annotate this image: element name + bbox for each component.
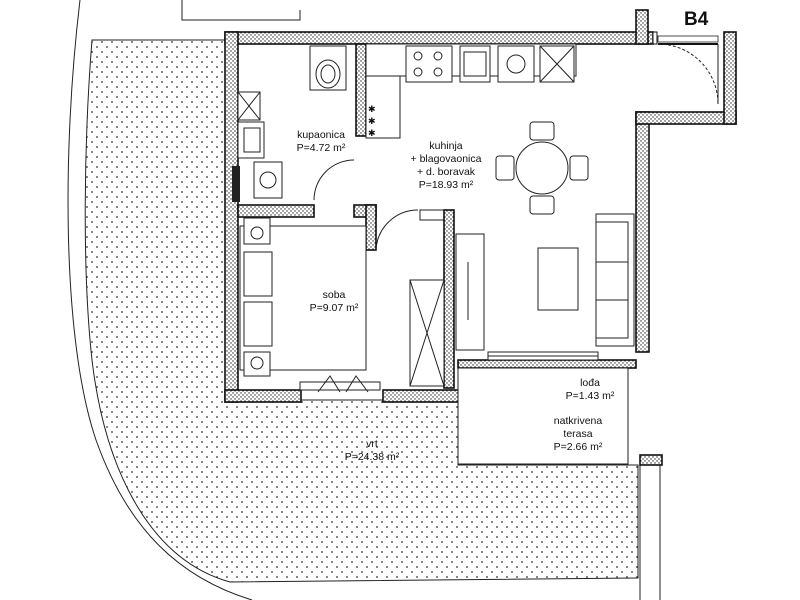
svg-text:✱: ✱ <box>368 104 376 114</box>
living-label: + d. boravak <box>417 166 476 178</box>
loggia-area: P=1.43 m² <box>566 390 615 402</box>
exterior-walls <box>224 9 737 466</box>
bedroom-area: P=9.07 m² <box>310 302 359 314</box>
loggia-terrace <box>457 351 629 465</box>
loggia-label: lođa <box>580 377 600 389</box>
bathroom-label: kupaonica <box>297 129 345 141</box>
bathroom-fixtures <box>232 45 355 202</box>
kitchen-units: ✱ ✱ ✱ <box>365 43 577 251</box>
kitchen-label: kuhinja <box>429 140 462 152</box>
garden-right-edge <box>639 465 661 600</box>
terrace-label-2: terasa <box>563 428 592 440</box>
garden-area <box>84 39 639 583</box>
dining-label: + blagovaonica <box>411 153 482 165</box>
garden-label: vrt <box>366 438 378 450</box>
terrace-label-1: natkrivena <box>554 415 603 427</box>
entrance-door <box>657 35 719 105</box>
terrace-area: P=2.66 m² <box>554 441 603 453</box>
garden-area-label: P=24.38 m² <box>345 451 400 463</box>
living-furniture <box>455 213 635 351</box>
unit-code: B4 <box>684 9 709 30</box>
bathroom-area: P=4.72 m² <box>297 142 346 154</box>
bedroom-furniture <box>239 217 445 393</box>
top-left-boundary <box>181 0 301 21</box>
garden-outer-curve <box>67 0 253 600</box>
svg-text:✱: ✱ <box>368 116 376 126</box>
bedroom-label: soba <box>323 289 346 301</box>
svg-text:✱: ✱ <box>368 128 376 138</box>
dining-set <box>495 121 589 215</box>
kitchen-area: P=18.93 m² <box>419 179 474 191</box>
